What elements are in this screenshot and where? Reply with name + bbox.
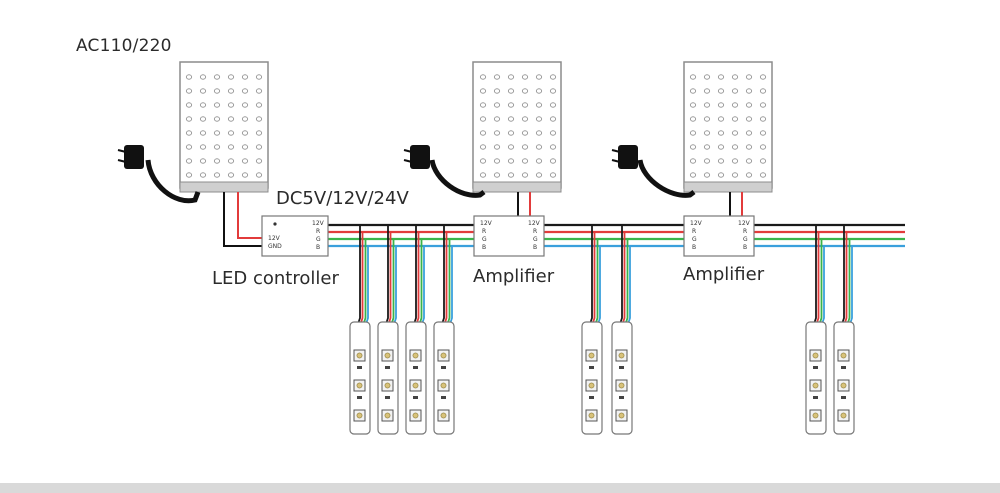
bottom-bar — [0, 483, 1000, 493]
svg-text:B: B — [533, 244, 537, 251]
led-strip — [581, 225, 603, 435]
svg-text:R: R — [482, 228, 486, 235]
led-strip — [377, 225, 399, 435]
svg-text:G: G — [482, 236, 487, 243]
svg-text:G: G — [316, 236, 321, 243]
svg-text:12V: 12V — [690, 220, 703, 227]
led-controller-label: LED controller — [212, 268, 339, 289]
led-controller-box: 12V GND 12V R G B — [261, 215, 329, 257]
svg-text:G: G — [533, 236, 538, 243]
svg-text:R: R — [316, 228, 320, 235]
led-strip — [805, 225, 827, 435]
svg-text:B: B — [743, 244, 747, 251]
plug-2 — [403, 145, 486, 198]
power-supply-3 — [683, 61, 773, 193]
svg-text:12V: 12V — [480, 220, 493, 227]
led-strip — [833, 225, 855, 435]
plug-3 — [611, 145, 696, 198]
ac-input-label: AC110/220 — [76, 36, 172, 56]
plug-1 — [117, 145, 201, 204]
psu1-output-wires — [223, 192, 262, 247]
led-strips — [349, 225, 855, 435]
svg-text:B: B — [692, 244, 696, 251]
led-strip — [405, 225, 427, 435]
svg-text:B: B — [482, 244, 486, 251]
svg-text:R: R — [533, 228, 537, 235]
svg-text:12V: 12V — [738, 220, 751, 227]
svg-text:GND: GND — [268, 243, 282, 250]
amplifier-box-2: 12V R G B 12V R G B — [683, 215, 755, 257]
led-strip — [611, 225, 633, 435]
svg-text:12V: 12V — [312, 220, 325, 227]
svg-text:B: B — [316, 244, 320, 251]
svg-text:R: R — [743, 228, 747, 235]
svg-text:12V: 12V — [268, 235, 281, 242]
svg-text:12V: 12V — [528, 220, 541, 227]
svg-text:R: R — [692, 228, 696, 235]
power-supply-1 — [179, 61, 269, 193]
svg-text:G: G — [743, 236, 748, 243]
dc-output-label: DC5V/12V/24V — [276, 188, 409, 209]
led-strip — [349, 225, 371, 435]
amplifier-label-1: Amplifier — [473, 266, 555, 287]
power-supply-2 — [472, 61, 562, 193]
amplifier-box-1: 12V R G B 12V R G B — [473, 215, 545, 257]
led-strip — [433, 225, 455, 435]
amplifier-label-2: Amplifier — [683, 264, 765, 285]
svg-text:G: G — [692, 236, 697, 243]
